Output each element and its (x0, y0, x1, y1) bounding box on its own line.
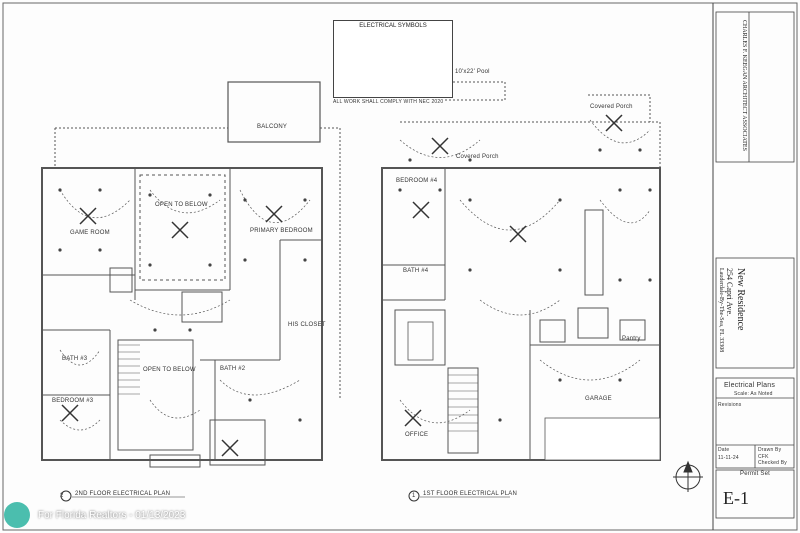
project-address: 254 Capri Ave. (725, 268, 734, 317)
room-label: OPEN TO BELOW (143, 367, 196, 373)
date-label: Date (718, 447, 730, 453)
room-label: BALCONY (257, 124, 288, 130)
legend-title: ELECTRICAL SYMBOLS (359, 23, 427, 29)
room-label: 10'x22' Pool (455, 69, 490, 75)
room-label: Covered Porch (456, 154, 499, 160)
ceiling-fan-icon (404, 114, 623, 427)
checked-by-label: Checked By (758, 460, 787, 466)
watermark-logo-icon (4, 502, 30, 528)
room-label: OFFICE (405, 432, 429, 438)
plan-number: 2 (60, 493, 64, 499)
first-floor-plan (381, 81, 661, 461)
plan-number-marker (408, 490, 420, 502)
room-label: GAME ROOM (70, 230, 110, 236)
room-label: BEDROOM #3 (52, 398, 94, 404)
watermark-text: For Florida Realtors - 01/13/2023 (38, 510, 186, 521)
room-label: GARAGE (585, 396, 612, 402)
sheet-scale: Scale: As Noted (734, 391, 773, 397)
room-label: BATH #3 (62, 356, 88, 362)
room-label: HIS CLOSET (288, 322, 326, 328)
ceiling-fan-icon (61, 205, 283, 457)
room-label: OPEN TO BELOW (155, 202, 208, 208)
sheet-title: Electrical Plans (724, 382, 776, 389)
room-label: Pantry (622, 336, 641, 342)
drawn-by-value: CFK (758, 454, 769, 460)
plan-title: 1ST FLOOR ELECTRICAL PLAN (423, 491, 518, 497)
room-label: BATH #2 (220, 366, 246, 372)
second-floor-plan (41, 81, 341, 468)
room-label: BEDROOM #4 (396, 178, 438, 184)
architect-name: CHARLES F. KEEGAN ARCHITECT ASSOCIATES (741, 20, 747, 151)
permit-set: Permit Set (740, 471, 771, 477)
plan-title: 2ND FLOOR ELECTRICAL PLAN (75, 491, 171, 497)
project-name: New Residence (735, 268, 746, 331)
drawn-by-label: Drawn By (758, 447, 782, 453)
room-label: BATH #4 (403, 268, 429, 274)
plan-number-marker (60, 490, 72, 502)
sheet-number: E-1 (723, 488, 749, 508)
room-label: Covered Porch (590, 104, 633, 110)
room-label: PRIMARY BEDROOM (250, 228, 313, 234)
watermark: For Florida Realtors - 01/13/2023 (0, 500, 260, 533)
revisions-label: Revisions (718, 402, 742, 408)
light-fixture-icon (58, 148, 652, 422)
legend-note: ALL WORK SHALL COMPLY WITH NEC 2020 (333, 99, 444, 105)
date-value: 11-11-24 (718, 455, 739, 461)
project-city: Lauderdale-By-The-Sea, FL 33308 (718, 268, 724, 353)
electrical-symbols-legend: ELECTRICAL SYMBOLS (333, 20, 453, 98)
north-arrow-icon (673, 460, 703, 492)
plan-number: 1 (412, 493, 416, 499)
